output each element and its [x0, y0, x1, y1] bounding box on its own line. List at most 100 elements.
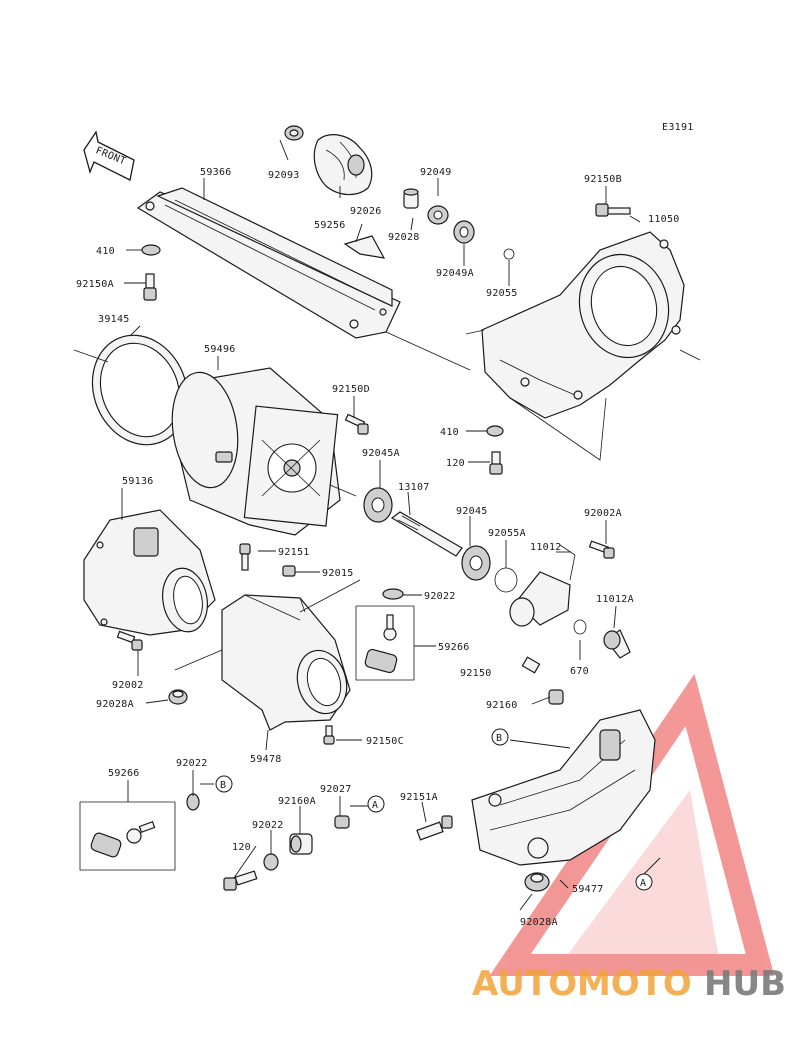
- callout-b-right: B: [491, 728, 509, 746]
- label-92027: 92027: [320, 784, 352, 795]
- part-labels: E3191 59366 92093 59256 92026 92028 9204…: [76, 122, 694, 928]
- label-92150C: 92150C: [366, 736, 404, 747]
- label-59266-mid: 59266: [438, 642, 470, 653]
- label-92093: 92093: [268, 170, 300, 181]
- bolt-92151A: [416, 815, 453, 841]
- label-59496: 59496: [204, 344, 236, 355]
- housing-11050: [465, 231, 701, 461]
- label-59478: 59478: [250, 754, 282, 765]
- bolt-92150A: [143, 273, 157, 301]
- label-92151: 92151: [278, 547, 310, 558]
- leader-lines: [121, 139, 661, 911]
- label-92049A: 92049A: [436, 268, 474, 279]
- label-11050: 11050: [648, 214, 680, 225]
- deflector-59478: [174, 579, 361, 731]
- svg-text:A: A: [640, 878, 646, 889]
- svg-text:A: A: [372, 800, 378, 811]
- label-92028: 92028: [388, 232, 420, 243]
- label-92045: 92045: [456, 506, 488, 517]
- label-59136: 59136: [122, 476, 154, 487]
- bolt-92150B: [595, 203, 631, 217]
- label-410-mid: 410: [440, 427, 459, 438]
- bushing-92028A-bottom: [524, 872, 550, 892]
- label-92002: 92002: [112, 680, 144, 691]
- oring-92055: [503, 248, 515, 260]
- label-92002A: 92002A: [584, 508, 622, 519]
- label-59477: 59477: [572, 884, 604, 895]
- label-92151A: 92151A: [400, 792, 438, 803]
- bolt-92150C: [323, 725, 335, 745]
- label-92022-left: 92022: [176, 758, 208, 769]
- ball-joint-59266-mid: [355, 605, 415, 681]
- label-92022-mid: 92022: [424, 591, 456, 602]
- bolt-120-mid: [489, 451, 503, 475]
- callout-a-left: A: [367, 795, 385, 813]
- ring-92049A: [453, 220, 475, 244]
- bolt-92150D: [344, 413, 369, 435]
- label-92055: 92055: [486, 288, 518, 299]
- bushing-92028A: [168, 689, 188, 705]
- label-11012: 11012: [530, 542, 562, 553]
- callout-b-left: B: [215, 775, 233, 793]
- bushing-92160A: [289, 833, 313, 855]
- oring-670: [573, 619, 587, 635]
- bearing-92045A: [363, 487, 393, 523]
- reverse-bucket-59477: [471, 709, 656, 866]
- ring-92049: [427, 205, 449, 225]
- svg-text:B: B: [220, 780, 226, 791]
- bolt-120-bottom: [223, 870, 258, 891]
- pump-59496: [171, 367, 357, 536]
- label-92028A: 92028A: [96, 699, 134, 710]
- nut-92093: [284, 125, 304, 141]
- label-92015: 92015: [322, 568, 354, 579]
- label-92055A: 92055A: [488, 528, 526, 539]
- label-92022-bottom: 92022: [252, 820, 284, 831]
- watermark-text: AUTOMOTO HUB: [472, 964, 786, 1004]
- ball-joint-59266-bottom: [79, 801, 176, 871]
- bolt-92150: [521, 656, 541, 674]
- washer-410-top: [141, 244, 161, 256]
- label-92150B: 92150B: [584, 174, 622, 185]
- shaft-13107: [390, 511, 463, 557]
- label-670: 670: [570, 666, 589, 677]
- svg-text:HUB: HUB: [704, 964, 786, 1004]
- label-92045A: 92045A: [362, 448, 400, 459]
- label-59256: 59256: [314, 220, 346, 231]
- label-92150D: 92150D: [332, 384, 370, 395]
- label-59266-bottom: 59266: [108, 768, 140, 779]
- bushing-92160: [548, 689, 564, 705]
- svg-text:B: B: [496, 733, 502, 744]
- label-13107: 13107: [398, 482, 430, 493]
- cap-11012: [509, 544, 576, 627]
- spacer-92026: [343, 235, 386, 259]
- label-92028A-bottom: 92028A: [520, 917, 558, 928]
- cap-11012A: [603, 629, 631, 659]
- label-92160: 92160: [486, 700, 518, 711]
- bearing-92045: [461, 545, 491, 581]
- diagram-code: E3191: [662, 122, 694, 133]
- washer-92022-mid: [382, 588, 404, 600]
- washer-92022-left: [186, 793, 200, 811]
- bushing-92028: [403, 188, 419, 209]
- label-120-mid: 120: [446, 458, 465, 469]
- svg-text:AUTOMOTO: AUTOMOTO: [472, 964, 692, 1004]
- label-92160A: 92160A: [278, 796, 316, 807]
- bolt-92002: [116, 630, 143, 651]
- bolt-92151: [239, 543, 251, 571]
- label-39145: 39145: [98, 314, 130, 325]
- band-39145: [73, 334, 189, 446]
- callout-a-right: A: [635, 873, 653, 891]
- oring-92055A: [494, 567, 518, 593]
- bolt-92002A: [588, 540, 615, 559]
- rail-59366: [136, 187, 471, 371]
- bushing-92027: [334, 815, 350, 829]
- washer-92022-bottom: [263, 853, 279, 871]
- label-120-bottom: 120: [232, 842, 251, 853]
- label-11012A: 11012A: [596, 594, 634, 605]
- washer-410-mid: [486, 425, 504, 437]
- label-410-top: 410: [96, 246, 115, 257]
- label-92026: 92026: [350, 206, 382, 217]
- nut-92015: [282, 565, 296, 577]
